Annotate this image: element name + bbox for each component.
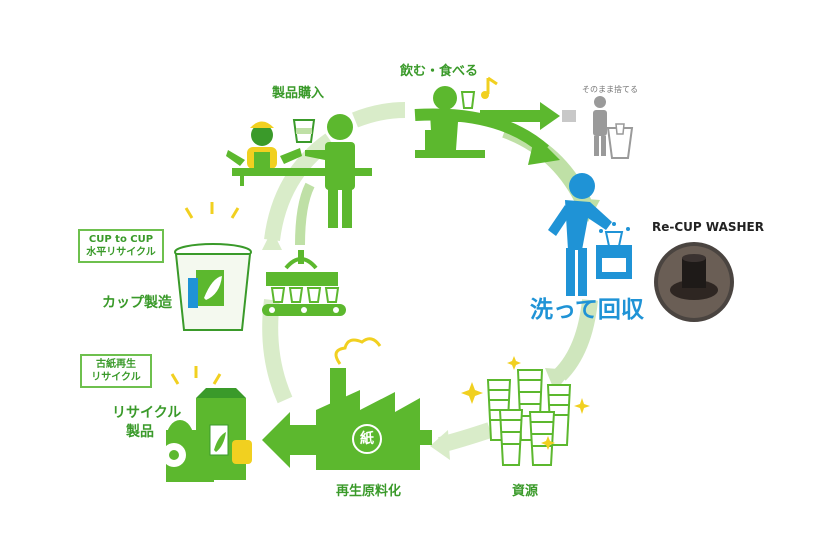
label-discard: そのまま捨てる [582, 85, 638, 94]
label-cup-manufacture: カップ製造 [102, 295, 172, 311]
trash-bin-icon [593, 96, 634, 159]
left-arrow [295, 182, 315, 246]
music-note-icon [481, 76, 498, 99]
label-product-purchase: 製品購入 [272, 86, 325, 101]
paper-cup-icon [174, 202, 252, 331]
person-icon [305, 114, 355, 228]
tag-cup-to-cup-line1: CUP to CUP [88, 234, 154, 245]
label-wash-collect: 洗って回収 [530, 297, 644, 323]
shop-scene [226, 114, 372, 228]
tag-paper-line2: リサイクル [91, 372, 141, 383]
tag-cup-to-cup: CUP to CUP 水平リサイクル [78, 229, 164, 263]
tag-paper-recycle: 古紙再生 リサイクル [80, 354, 152, 388]
label-recycled-products-2: 製品 [126, 424, 154, 440]
tag-paper-line1: 古紙再生 [96, 359, 136, 370]
tag-cup-to-cup-line2: 水平リサイクル [86, 247, 156, 258]
cups-stack-icon [486, 369, 572, 466]
washing-person-icon [548, 173, 632, 296]
label-drink-eat: 飲む・食べる [400, 64, 479, 79]
factory-mark-text: 紙 [360, 431, 374, 447]
label-recycled-products-1: リサイクル [112, 405, 182, 421]
conveyor-icon [262, 250, 346, 316]
cup-icon [292, 119, 316, 143]
drinking-person-icon [415, 86, 485, 158]
factory-icon [262, 337, 432, 470]
sparkle-icon [461, 356, 590, 450]
washer-photo-icon [654, 242, 734, 322]
label-resources: 資源 [512, 484, 539, 499]
label-washer: Re-CUP WASHER [652, 220, 764, 234]
clerk-icon [226, 121, 302, 170]
label-recycle-raw: 再生原料化 [336, 484, 402, 499]
factory-mark: 紙 [352, 424, 382, 454]
recycled-products-icon [162, 366, 252, 482]
